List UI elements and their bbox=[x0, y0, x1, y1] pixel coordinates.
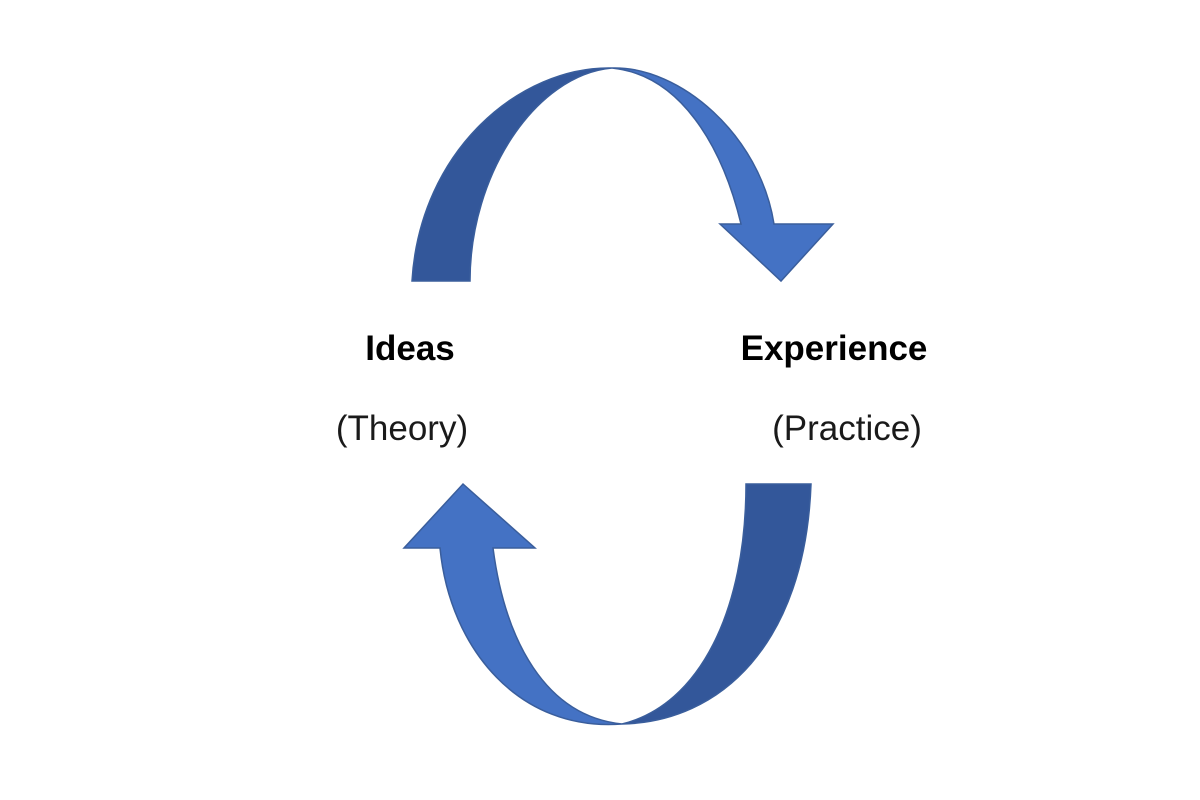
top-arrow-light-band bbox=[611, 67, 835, 283]
top-cycle-arrow bbox=[411, 67, 835, 283]
node-ideas-subtitle: (Theory) bbox=[336, 409, 468, 448]
node-experience: Experience (Practice) bbox=[741, 329, 928, 448]
top-arrow-dark-band bbox=[411, 67, 613, 282]
bottom-cycle-arrow bbox=[402, 482, 812, 726]
node-experience-subtitle: (Practice) bbox=[772, 409, 922, 448]
node-experience-title: Experience bbox=[741, 329, 928, 368]
node-ideas: Ideas (Theory) bbox=[336, 329, 468, 448]
node-ideas-title: Ideas bbox=[365, 329, 455, 368]
bottom-arrow-dark-band bbox=[621, 483, 812, 725]
bottom-arrow-light-band bbox=[402, 482, 623, 726]
